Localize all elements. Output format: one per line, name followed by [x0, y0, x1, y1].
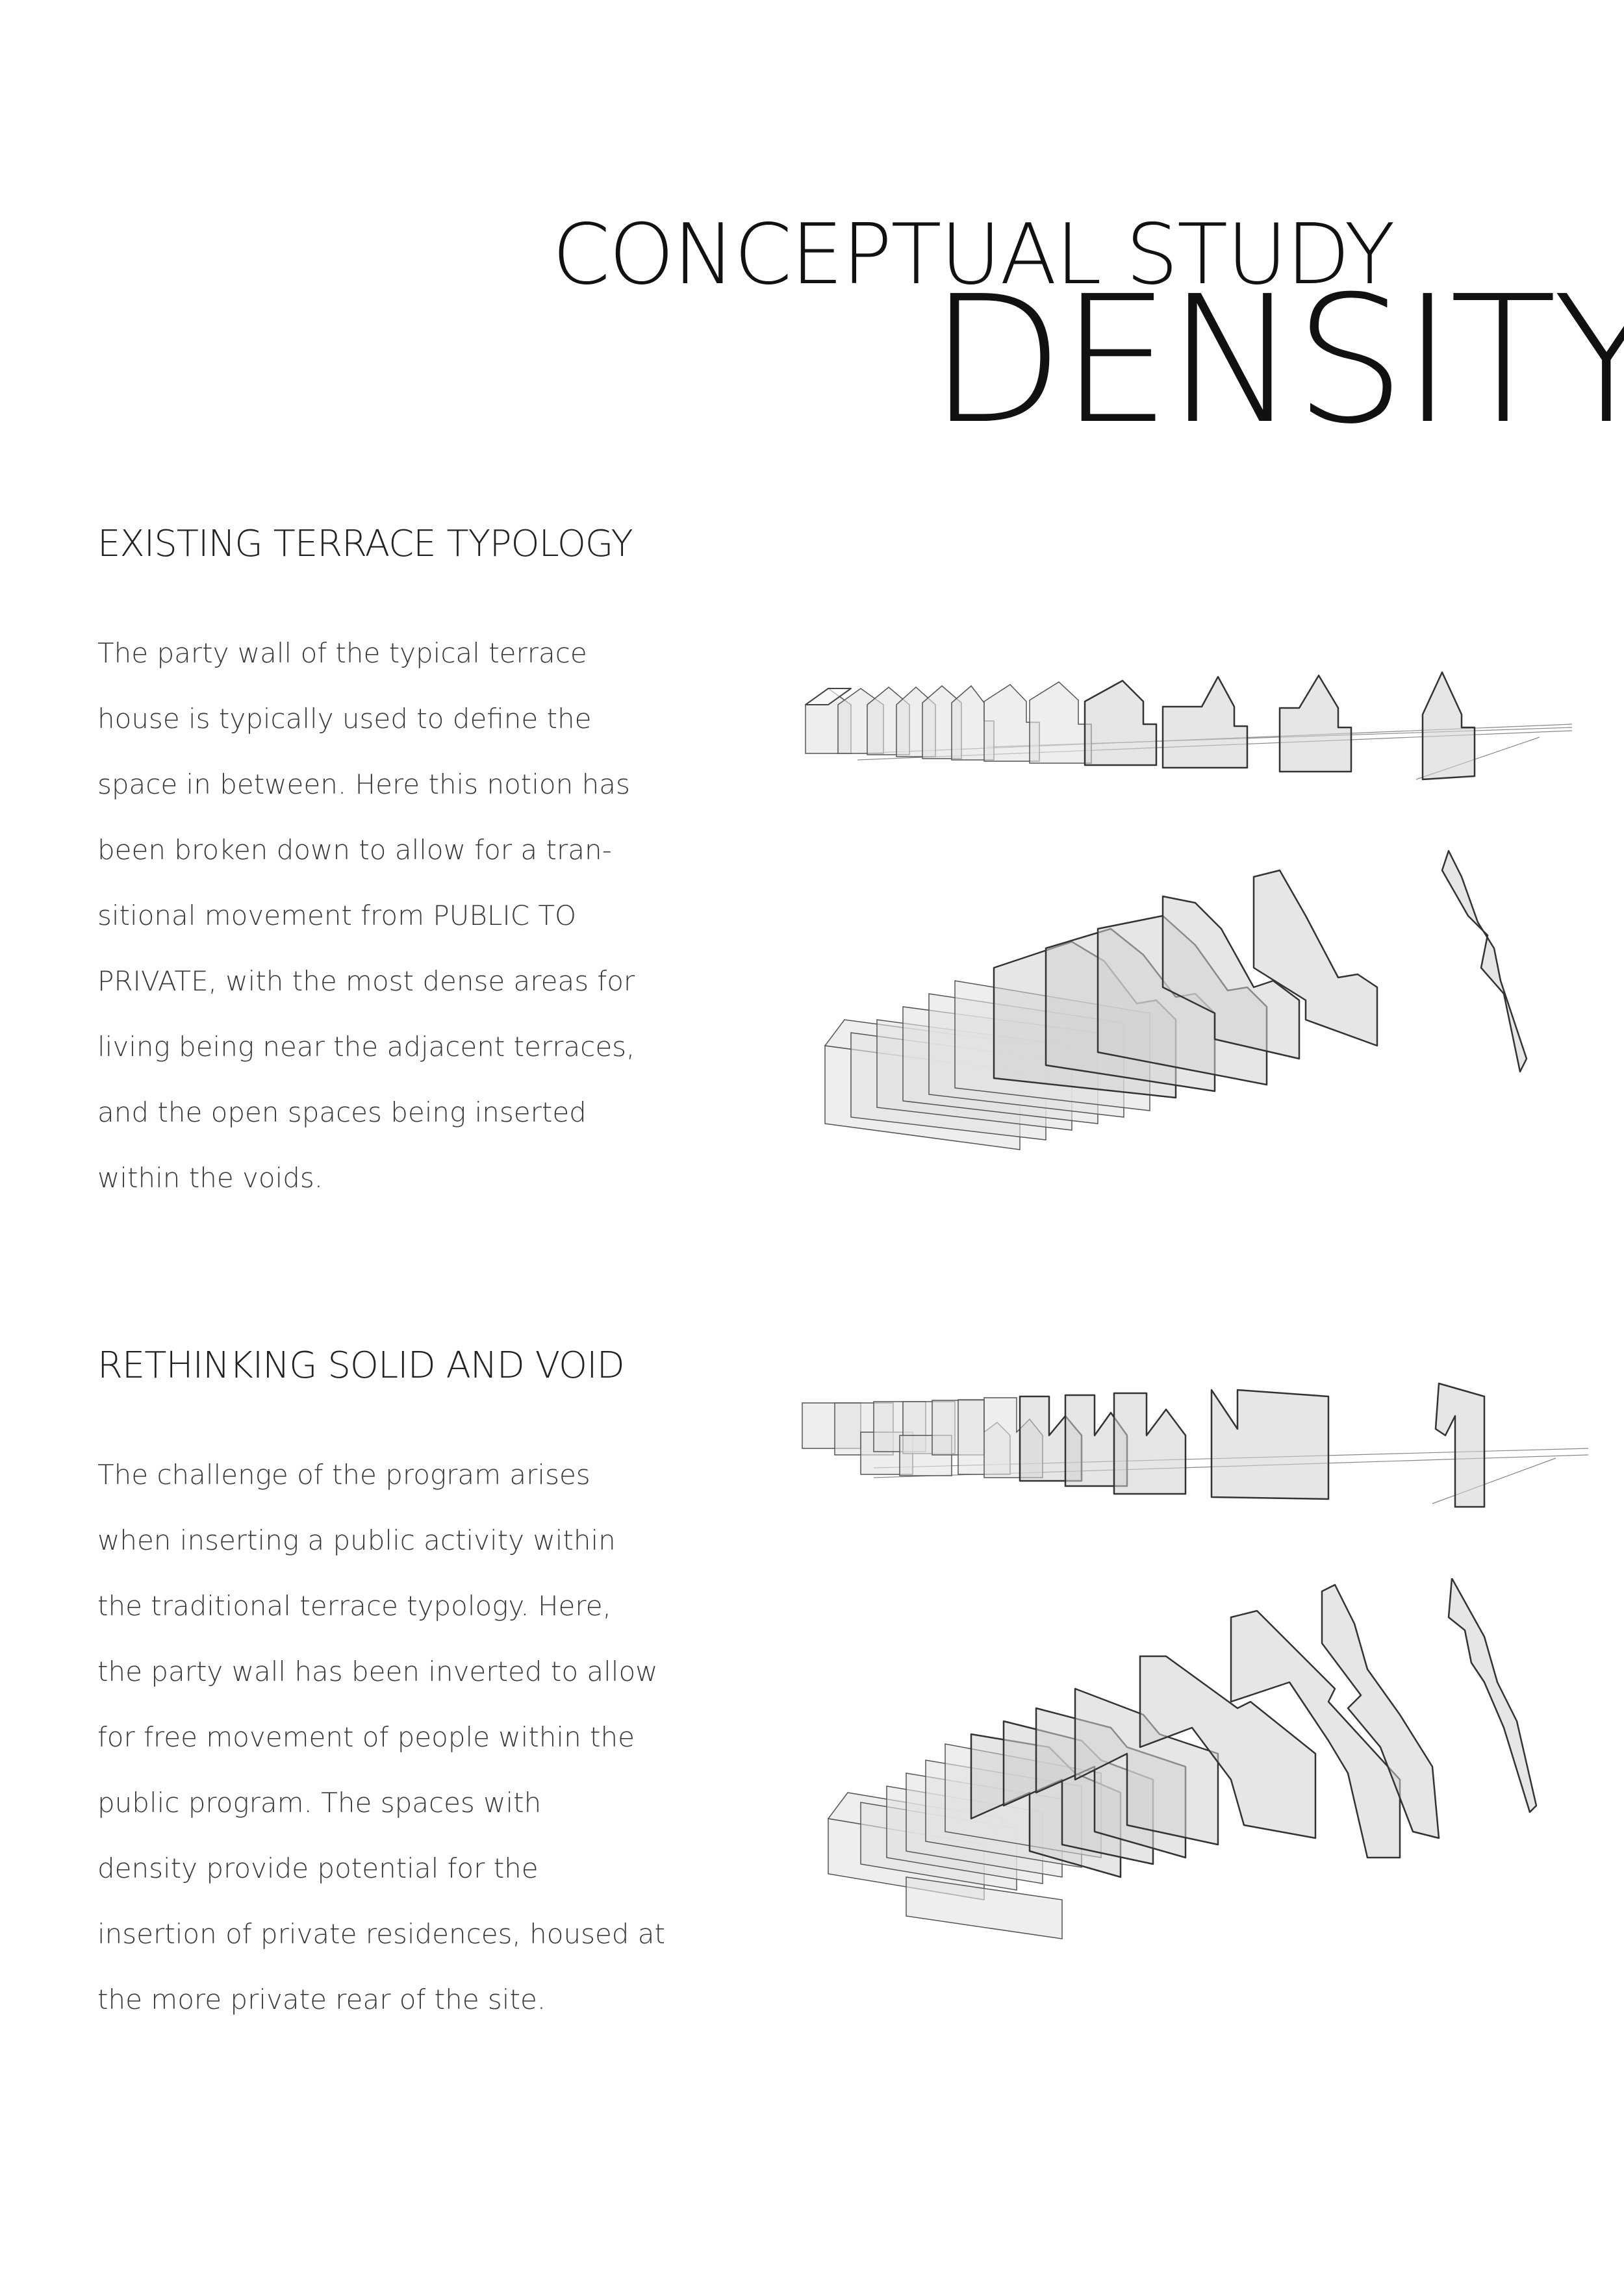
body-line: sitional movement from PUBLIC TO: [97, 900, 577, 931]
body-line: PRIVATE, with the most dense areas for: [97, 965, 635, 997]
body-line: public program. The spaces with: [97, 1787, 542, 1819]
body-line: the more private rear of the site.: [97, 1984, 546, 2015]
house-profile-slabs: [805, 671, 1476, 781]
section-heading-existing-terrace: EXISTING TERRACE TYPOLOGY: [97, 523, 633, 565]
page-title: CONCEPTUAL STUDY: [552, 207, 1395, 303]
stacked-slabs: [824, 850, 1528, 1150]
stacked-slabs: [827, 1578, 1538, 1939]
section-body-existing-terrace: The party wall of the typical terrace ho…: [97, 637, 656, 1227]
body-line: house is typically used to define the: [97, 703, 592, 735]
section-heading-solid-void: RETHINKING SOLID AND VOID: [97, 1344, 625, 1387]
solid-void-elevation-diagram: [802, 1382, 1589, 1508]
section-body-solid-void: The challenge of the program arises when…: [97, 1458, 666, 2049]
inverted-profile-slabs: [802, 1382, 1486, 1508]
body-line: the party wall has been inverted to allo…: [97, 1656, 658, 1687]
body-line: been broken down to allow for a tran-: [97, 834, 612, 866]
terrace-perspective-diagram: [824, 850, 1528, 1150]
page-subtitle: DENSITY: [929, 258, 1624, 462]
solid-void-perspective-diagram: [827, 1578, 1538, 1939]
body-line: living being near the adjacent terraces,: [97, 1031, 635, 1063]
body-line: space in between. Here this notion has: [97, 768, 630, 800]
body-line: density provide potential for the: [97, 1852, 539, 1884]
body-line: and the open spaces being inserted: [97, 1096, 587, 1128]
body-line: for free movement of people within the: [97, 1721, 635, 1753]
body-line: The party wall of the typical terrace: [97, 637, 587, 669]
body-line: when inserting a public activity within: [97, 1524, 616, 1556]
body-line: within the voids.: [97, 1162, 324, 1194]
body-line: The challenge of the program arises: [97, 1459, 590, 1491]
terrace-elevation-diagram: [805, 671, 1573, 781]
body-line: insertion of private residences, housed …: [97, 1918, 666, 1950]
body-line: the traditional terrace typology. Here,: [97, 1590, 611, 1622]
